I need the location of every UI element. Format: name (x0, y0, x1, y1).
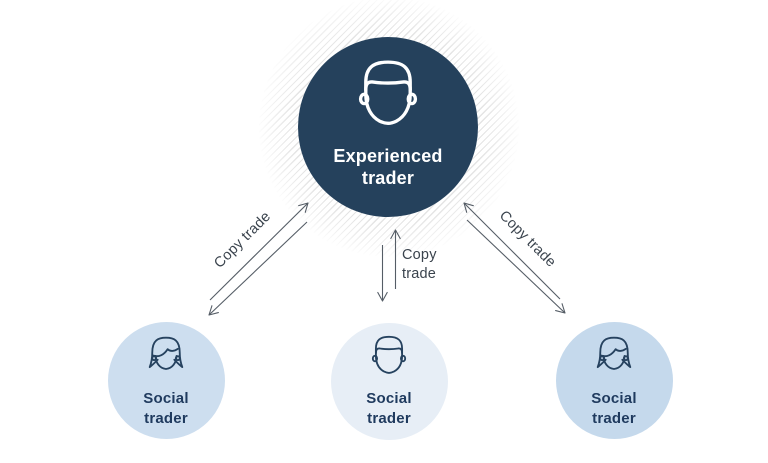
social-trader-node-middle (331, 323, 448, 440)
copy-trade-arrow-left-to-experienced (209, 202, 309, 301)
social-trader-label-right: Social trader (591, 390, 637, 427)
copy-trade-arrow-right-to-experienced (463, 202, 561, 300)
experienced-trader-node (298, 37, 478, 217)
female-face-icon (143, 331, 189, 377)
social-trader-label-middle: Social trader (366, 390, 412, 427)
male-face-icon (366, 332, 412, 378)
copy-trade-arrow-left-to-social (208, 221, 308, 316)
experienced-trader-label: Experienced trader (333, 146, 443, 188)
social-trader-node-left (108, 322, 225, 439)
social-trader-node-right (556, 322, 673, 439)
social-trader-label-left: Social trader (143, 390, 189, 427)
copy-trade-label-middle: Copy trade (402, 247, 437, 282)
female-face-icon (591, 331, 637, 377)
male-face-icon (349, 54, 427, 132)
copy-trade-arrow-right-to-social (466, 219, 566, 314)
